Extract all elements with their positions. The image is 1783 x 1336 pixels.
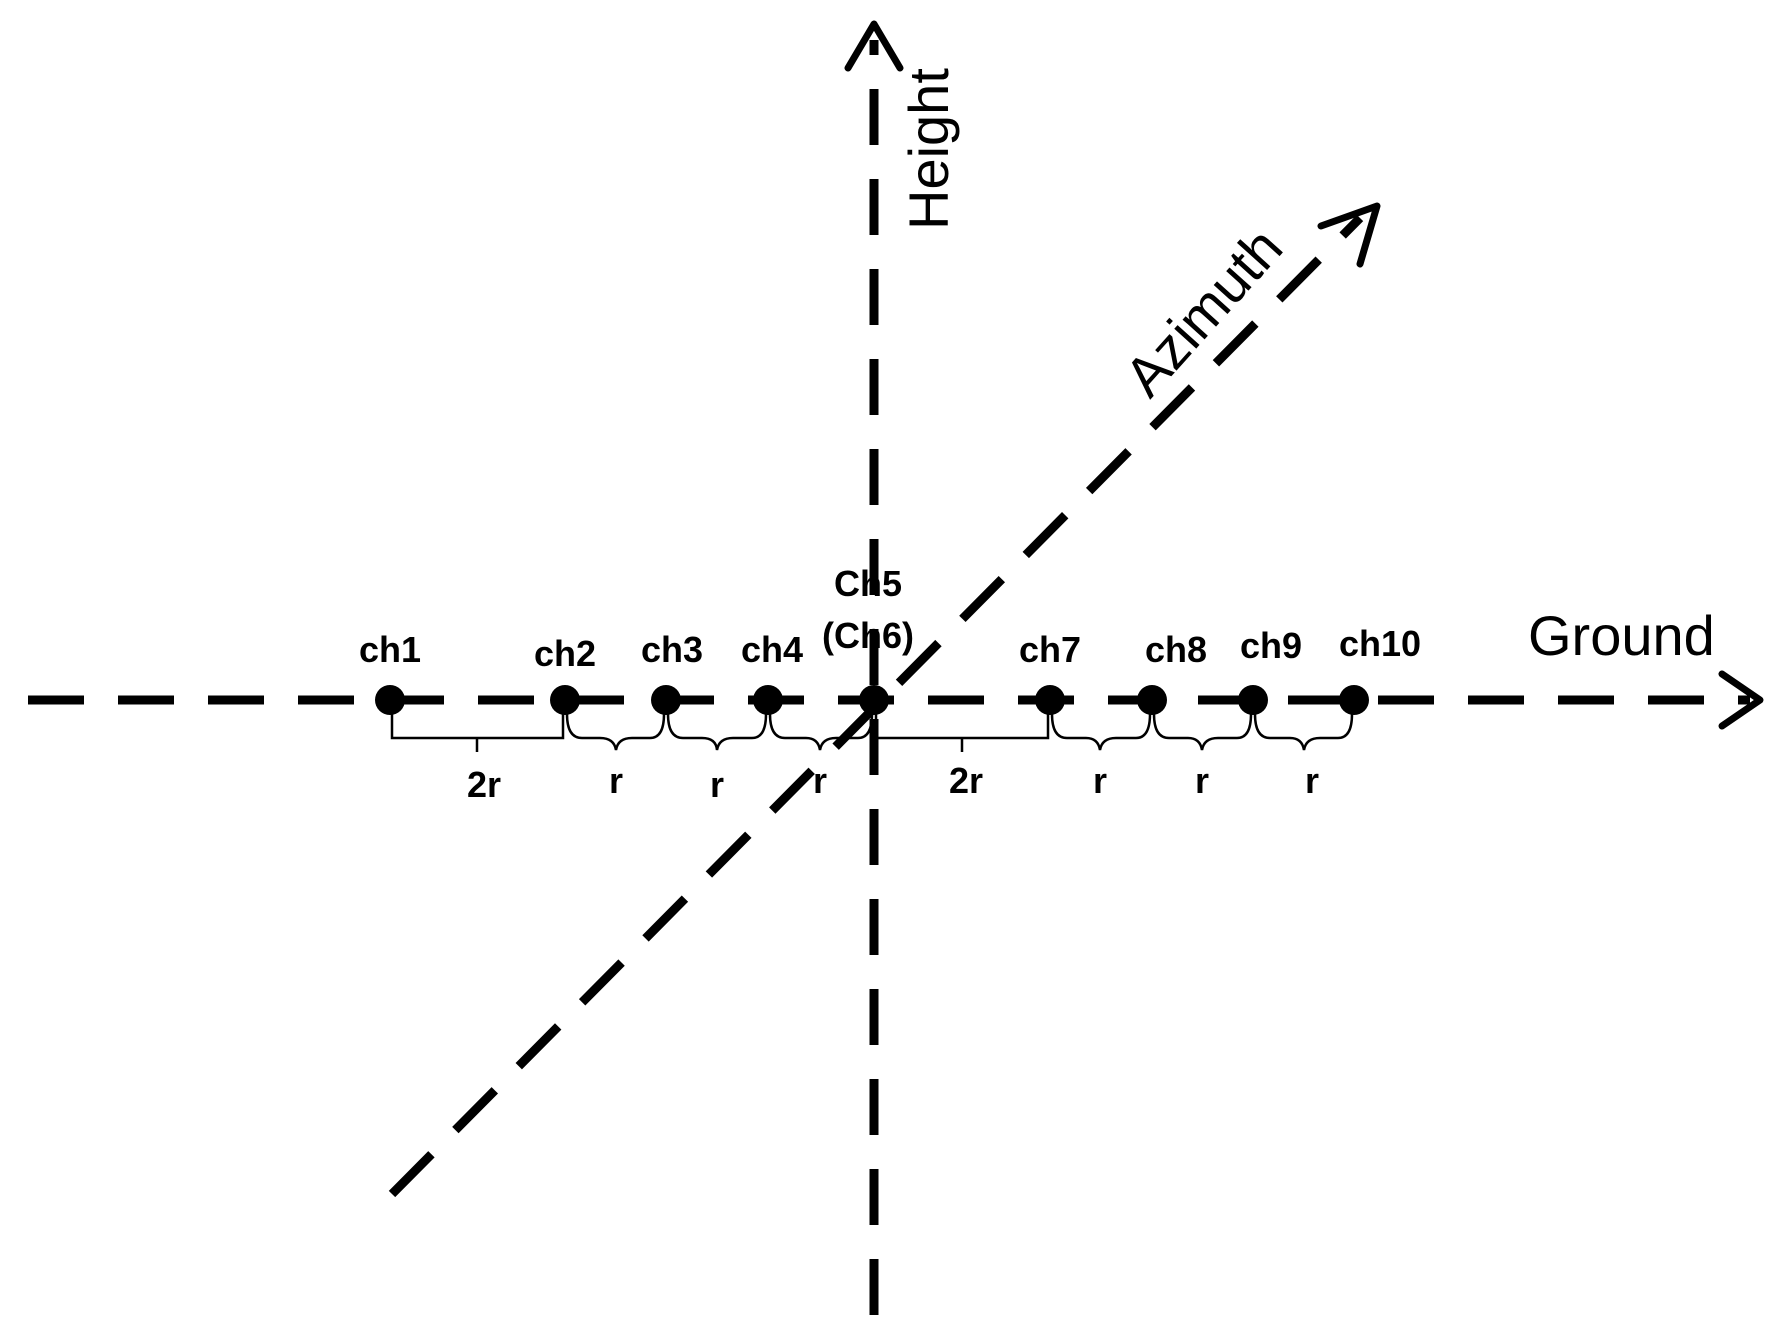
spacing-label-5: 2r — [949, 760, 983, 801]
spacing-label-7: r — [1195, 760, 1209, 801]
channel-marker-ch5 — [859, 685, 889, 715]
ground-axis-arrowhead — [1718, 670, 1764, 730]
spacing-label-6: r — [1093, 760, 1107, 801]
channel-marker-ch4 — [753, 685, 783, 715]
height-axis-arrowhead — [844, 20, 904, 72]
channel-label-ch5: Ch5 — [834, 563, 902, 604]
spacing-label-2: r — [609, 760, 623, 801]
spacing-brace-5 — [874, 714, 1050, 752]
spacing-brace-2 — [565, 713, 666, 751]
channel-marker-ch2 — [550, 685, 580, 715]
channel-label-ch6: (Ch6) — [822, 615, 914, 656]
spacing-brace-7 — [1152, 713, 1253, 751]
spacing-brace-6 — [1050, 713, 1152, 751]
channel-label-ch7: ch7 — [1019, 629, 1081, 670]
spacing-brace-8 — [1253, 713, 1354, 751]
channel-labels: ch1 ch2 ch3 ch4 Ch5 (Ch6) ch7 ch8 ch9 ch… — [359, 563, 1421, 674]
channel-label-ch9: ch9 — [1240, 625, 1302, 666]
channel-label-ch4: ch4 — [741, 629, 803, 670]
spacing-label-1: 2r — [467, 764, 501, 805]
spacing-label-4: r — [813, 760, 827, 801]
channel-markers — [375, 685, 1369, 715]
spacing-label-8: r — [1305, 760, 1319, 801]
channel-label-ch10: ch10 — [1339, 623, 1421, 664]
spacing-labels: 2r r r r 2r r r r — [467, 760, 1319, 805]
channel-label-ch3: ch3 — [641, 629, 703, 670]
ground-axis-label: Ground — [1528, 604, 1715, 667]
spacing-brace-3 — [666, 713, 768, 751]
channel-marker-ch3 — [651, 685, 681, 715]
channel-marker-ch1 — [375, 685, 405, 715]
spacing-brace-4 — [768, 713, 874, 751]
azimuth-axis — [388, 214, 1364, 1198]
spacing-brace-1 — [390, 714, 565, 752]
channel-label-ch2: ch2 — [534, 633, 596, 674]
azimuth-axis-arrowhead — [1317, 202, 1381, 268]
channel-label-ch1: ch1 — [359, 629, 421, 670]
channel-marker-ch10 — [1339, 685, 1369, 715]
channel-marker-ch7 — [1035, 685, 1065, 715]
channel-marker-ch9 — [1238, 685, 1268, 715]
channel-marker-ch8 — [1137, 685, 1167, 715]
azimuth-axis-label: Azimuth — [1112, 216, 1294, 408]
height-axis-label: Height — [897, 68, 960, 230]
channel-label-ch8: ch8 — [1145, 629, 1207, 670]
spacing-label-3: r — [710, 764, 724, 805]
spacing-braces — [390, 713, 1354, 752]
